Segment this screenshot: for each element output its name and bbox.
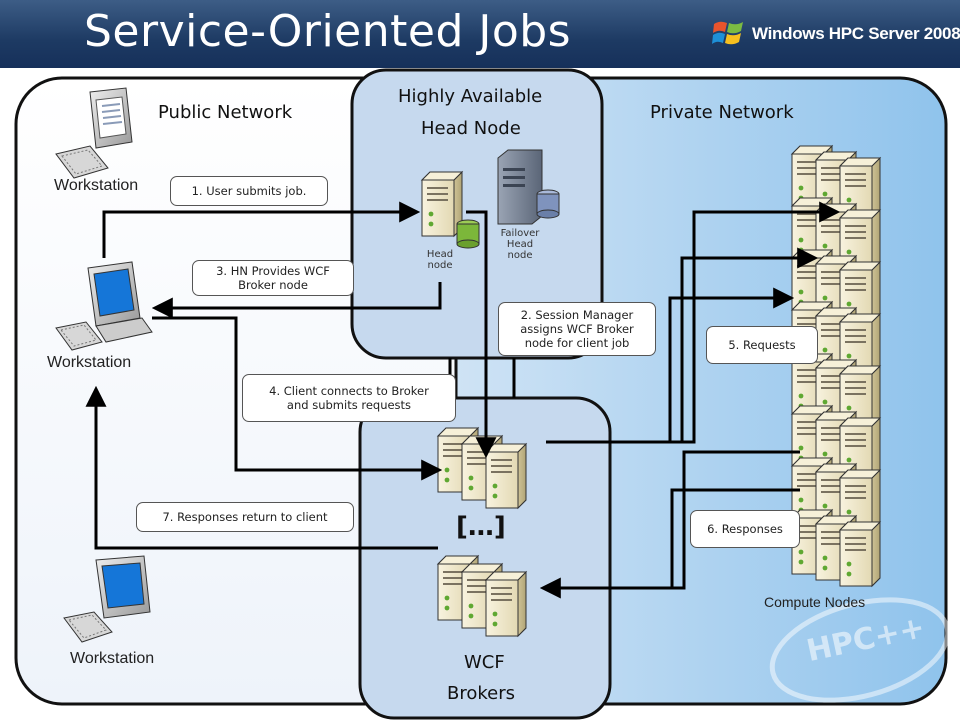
more-brokers-ellipsis: […] [456, 512, 506, 542]
workstation-label: Workstation [54, 177, 139, 194]
windows-flag-icon [712, 21, 743, 45]
step-6-callout: 6. Responses [690, 510, 800, 548]
public-network-label: Public Network [158, 102, 293, 123]
brand-logo: Windows HPC Server 2008 [712, 16, 960, 52]
workstation-label: Workstation [70, 650, 155, 667]
step-1-callout: 1. User submits job. [170, 176, 328, 206]
title-bar: Service-Oriented Jobs Windows HPC Server… [0, 0, 960, 68]
workstation-computer-icon [55, 261, 153, 351]
step-7-callout: 7. Responses return to client [136, 502, 354, 532]
head-zone-label-line2: Head Node [421, 118, 521, 139]
brokers-zone-label-line1: WCF [464, 652, 505, 673]
head-node-server-icon [421, 171, 480, 249]
workstation-label: Workstation [47, 354, 132, 371]
step-5-callout: 5. Requests [706, 326, 818, 364]
workstation-computer-icon [63, 555, 151, 643]
connector-lines [85, 201, 841, 599]
workstation-computer-icon [55, 87, 133, 179]
head-zone-label-line1: Highly Available [398, 86, 543, 107]
compute-nodes-label: Compute Nodes [764, 594, 866, 610]
brokers-zone-label-line2: Brokers [447, 683, 516, 704]
head-node-zone [350, 68, 604, 360]
hpc-watermark [769, 597, 951, 703]
brand-name: Windows HPC Server 2008 [752, 24, 960, 43]
slide-title: Service-Oriented Jobs [84, 6, 572, 57]
failover-server-icon [497, 149, 560, 225]
private-network-label: Private Network [650, 102, 794, 123]
